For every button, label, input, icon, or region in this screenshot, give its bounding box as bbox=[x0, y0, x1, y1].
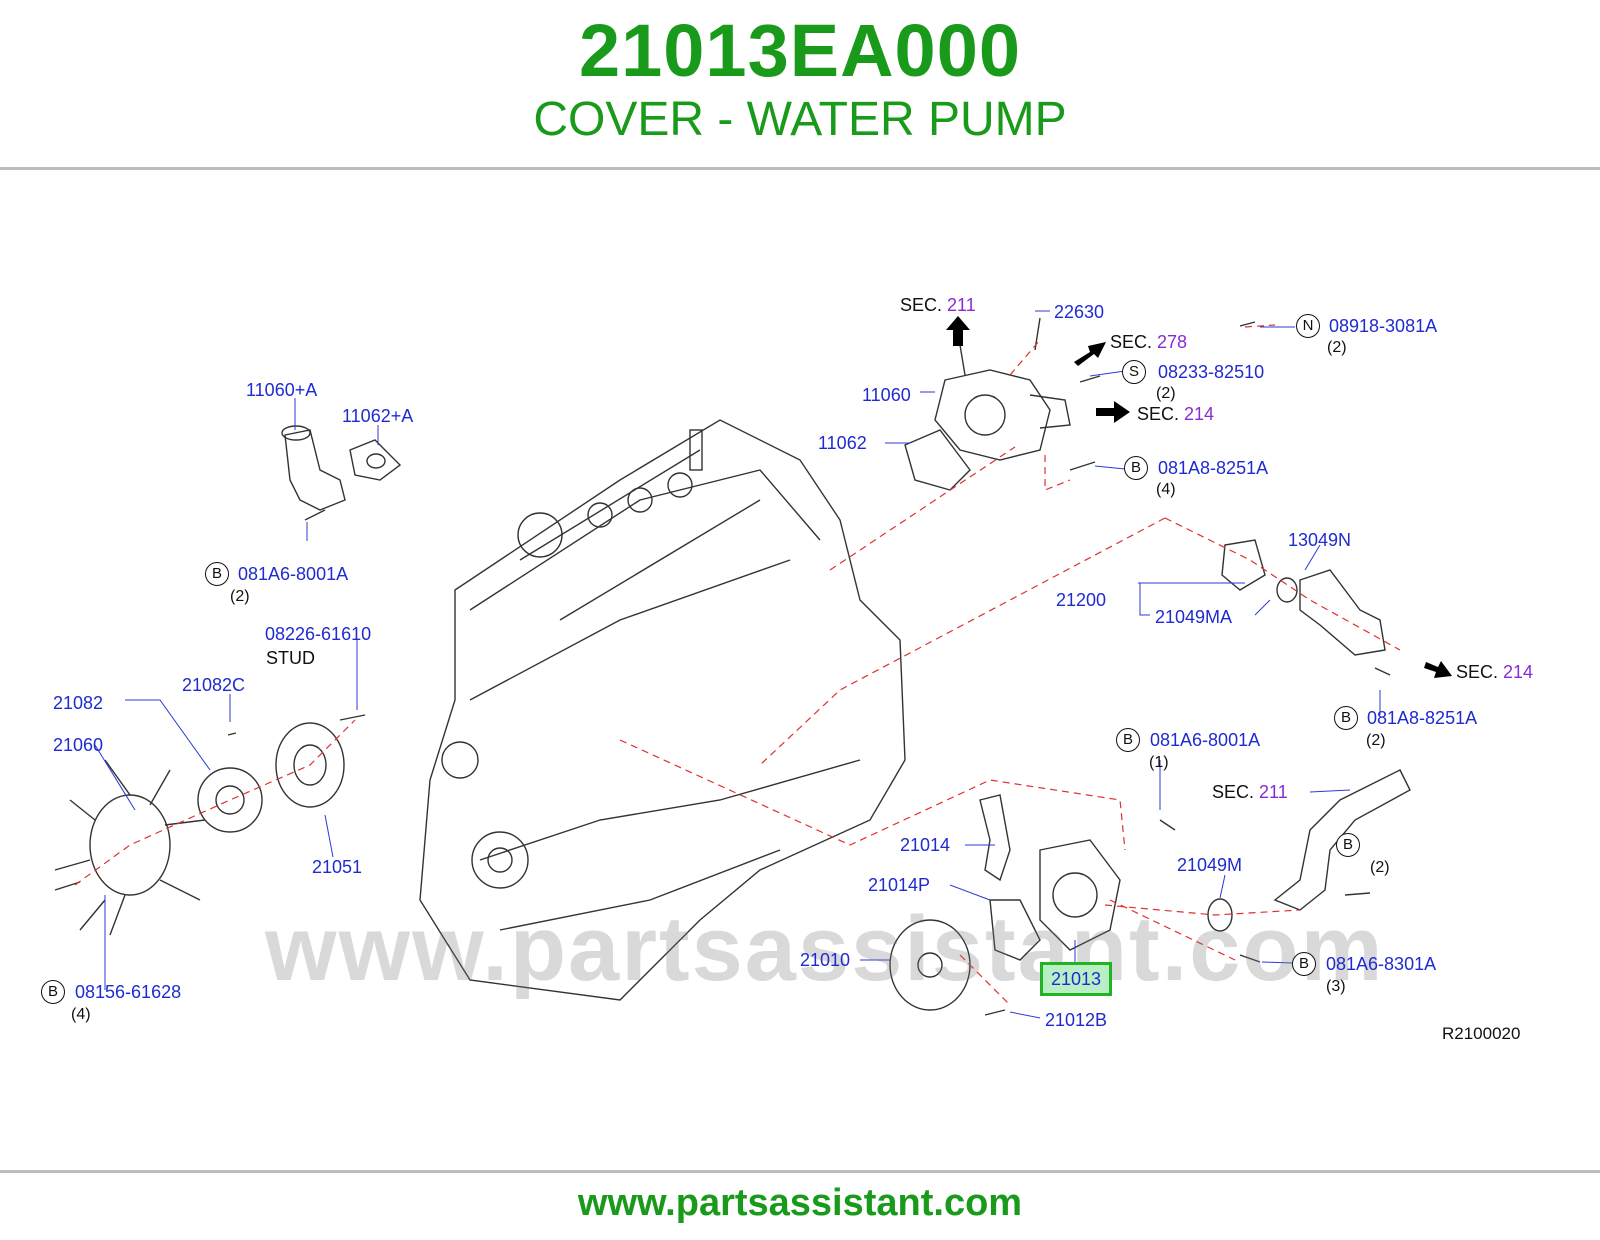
part-21013-cover-drawing bbox=[1039, 839, 1121, 951]
sec-number: 214 bbox=[1184, 404, 1215, 424]
part-11060-drawing bbox=[934, 369, 1051, 461]
part-21200-drawing bbox=[1221, 539, 1266, 591]
arrow-sec-211-top bbox=[946, 316, 970, 346]
quantity-label: (4) bbox=[71, 1006, 91, 1023]
part-label-21060[interactable]: 21060 bbox=[53, 735, 104, 755]
sec-label: SEC. 214 bbox=[1137, 404, 1214, 424]
part-label-081a8-8251a[interactable]: 081A8-8251A bbox=[1158, 458, 1269, 478]
part-21049m-oring-drawing bbox=[1207, 898, 1233, 932]
part-11062a-drawing bbox=[349, 439, 402, 481]
part-label-22630[interactable]: 22630 bbox=[1054, 302, 1105, 322]
part-label-21012b[interactable]: 21012B bbox=[1045, 1010, 1108, 1030]
page-header: 21013EA000 COVER - WATER PUMP bbox=[0, 0, 1600, 170]
part-label-11060[interactable]: 11060 bbox=[862, 385, 911, 405]
stud-label: STUD bbox=[266, 648, 315, 668]
part-label-21010[interactable]: 21010 bbox=[800, 950, 851, 970]
sec211-pipe-drawing bbox=[1273, 769, 1411, 911]
part-11060a-drawing bbox=[284, 429, 346, 511]
quantity-label: (2) bbox=[230, 588, 250, 605]
part-11062-drawing bbox=[904, 429, 971, 491]
sec-word: SEC. bbox=[1110, 332, 1153, 352]
diagram-code: R2100020 bbox=[1442, 1024, 1521, 1043]
part-label-13049n[interactable]: 13049N bbox=[1288, 530, 1352, 550]
header-divider bbox=[0, 167, 1600, 170]
part-label-08233-82510[interactable]: 08233-82510 bbox=[1158, 362, 1265, 382]
part-13049n-drawing bbox=[1299, 569, 1386, 656]
arrow-sec-278 bbox=[1074, 342, 1106, 366]
sec-label: SEC. 278 bbox=[1110, 332, 1187, 352]
part-21082-clutch-drawing bbox=[197, 767, 263, 833]
sec-number: 211 bbox=[1259, 782, 1288, 802]
part-label-11060a[interactable]: 11060+A bbox=[246, 380, 318, 400]
part-label-081a8-8251a-b[interactable]: 081A8-8251A bbox=[1367, 708, 1478, 728]
part-label-21049m[interactable]: 21049M bbox=[1177, 855, 1243, 875]
parts-diagram: www.partsassistant.com bbox=[0, 272, 1600, 1072]
quantity-label: (2) bbox=[1327, 339, 1347, 356]
part-label-081a6-8001a[interactable]: 081A6-8001A bbox=[238, 564, 349, 584]
sec-number: 211 bbox=[947, 295, 976, 315]
sec-word: SEC. bbox=[900, 295, 943, 315]
part-21014-drawing bbox=[979, 794, 1011, 882]
sec-number: 214 bbox=[1503, 662, 1534, 682]
sec-number: 278 bbox=[1157, 332, 1188, 352]
part-title: COVER - WATER PUMP bbox=[533, 93, 1067, 146]
engine-block-outline bbox=[419, 419, 906, 1001]
part-label-21013-highlighted[interactable]: 21013 bbox=[1040, 962, 1112, 996]
part-21014p-drawing bbox=[989, 899, 1041, 961]
part-label-21051[interactable]: 21051 bbox=[312, 857, 363, 877]
part-21051-pulley-drawing bbox=[275, 722, 345, 808]
part-label-21014[interactable]: 21014 bbox=[900, 835, 951, 855]
fastener-type-circle: S bbox=[1122, 360, 1146, 384]
exploded-view-drawing bbox=[54, 310, 1452, 1019]
part-label-08156-61628[interactable]: 08156-61628 bbox=[75, 982, 182, 1002]
sec-word: SEC. bbox=[1137, 404, 1180, 424]
sec-label: SEC. 214 bbox=[1456, 662, 1533, 682]
sec-label: SEC. 211 bbox=[1212, 782, 1288, 802]
fastener-type-circle: B bbox=[1336, 833, 1360, 857]
part-label-21082c[interactable]: 21082C bbox=[182, 675, 246, 695]
fastener-type-circle: B bbox=[1334, 706, 1358, 730]
part-label-21082[interactable]: 21082 bbox=[53, 693, 104, 713]
fastener-type-circle: B bbox=[41, 980, 65, 1004]
fastener-type-circle: B bbox=[1116, 728, 1140, 752]
fastener-type-circle: B bbox=[205, 562, 229, 586]
part-label-081a6-8001a-b[interactable]: 081A6-8001A bbox=[1150, 730, 1261, 750]
sec-word: SEC. bbox=[1212, 782, 1255, 802]
part-label-08226-61610[interactable]: 08226-61610 bbox=[265, 624, 372, 644]
quantity-label: (2) bbox=[1370, 859, 1390, 876]
part-label-11062a[interactable]: 11062+A bbox=[342, 406, 414, 426]
quantity-label: (2) bbox=[1156, 385, 1176, 402]
quantity-label: (4) bbox=[1156, 481, 1176, 498]
section-arrows bbox=[946, 316, 1452, 678]
part-label-11062[interactable]: 11062 bbox=[818, 433, 867, 453]
part-label-081a6-8301a[interactable]: 081A6-8301A bbox=[1326, 954, 1437, 974]
watermark: www.partsassistant.com bbox=[265, 898, 1385, 1000]
footer-url[interactable]: www.partsassistant.com bbox=[577, 1182, 1023, 1224]
quantity-label: (3) bbox=[1326, 978, 1346, 995]
fastener-type-circle: B bbox=[1292, 952, 1316, 976]
fastener-type-circle: B bbox=[1124, 456, 1148, 480]
arrow-sec-214-right bbox=[1424, 661, 1452, 678]
quantity-label: (2) bbox=[1366, 732, 1386, 749]
sec-label: SEC. 211 bbox=[900, 295, 976, 315]
part-number: 21013EA000 bbox=[578, 9, 1022, 92]
part-label-08918-3081a[interactable]: 08918-3081A bbox=[1329, 316, 1438, 336]
part-label-21200[interactable]: 21200 bbox=[1056, 590, 1107, 610]
part-label-21049ma[interactable]: 21049MA bbox=[1155, 607, 1233, 627]
fastener-type-circle: N bbox=[1296, 314, 1320, 338]
part-label-21014p[interactable]: 21014P bbox=[868, 875, 931, 895]
sec-word: SEC. bbox=[1456, 662, 1499, 682]
arrow-sec-214-top bbox=[1096, 401, 1130, 423]
part-21060-fan-drawing bbox=[54, 759, 206, 936]
footer-divider bbox=[0, 1170, 1600, 1173]
quantity-label: (1) bbox=[1149, 754, 1169, 771]
